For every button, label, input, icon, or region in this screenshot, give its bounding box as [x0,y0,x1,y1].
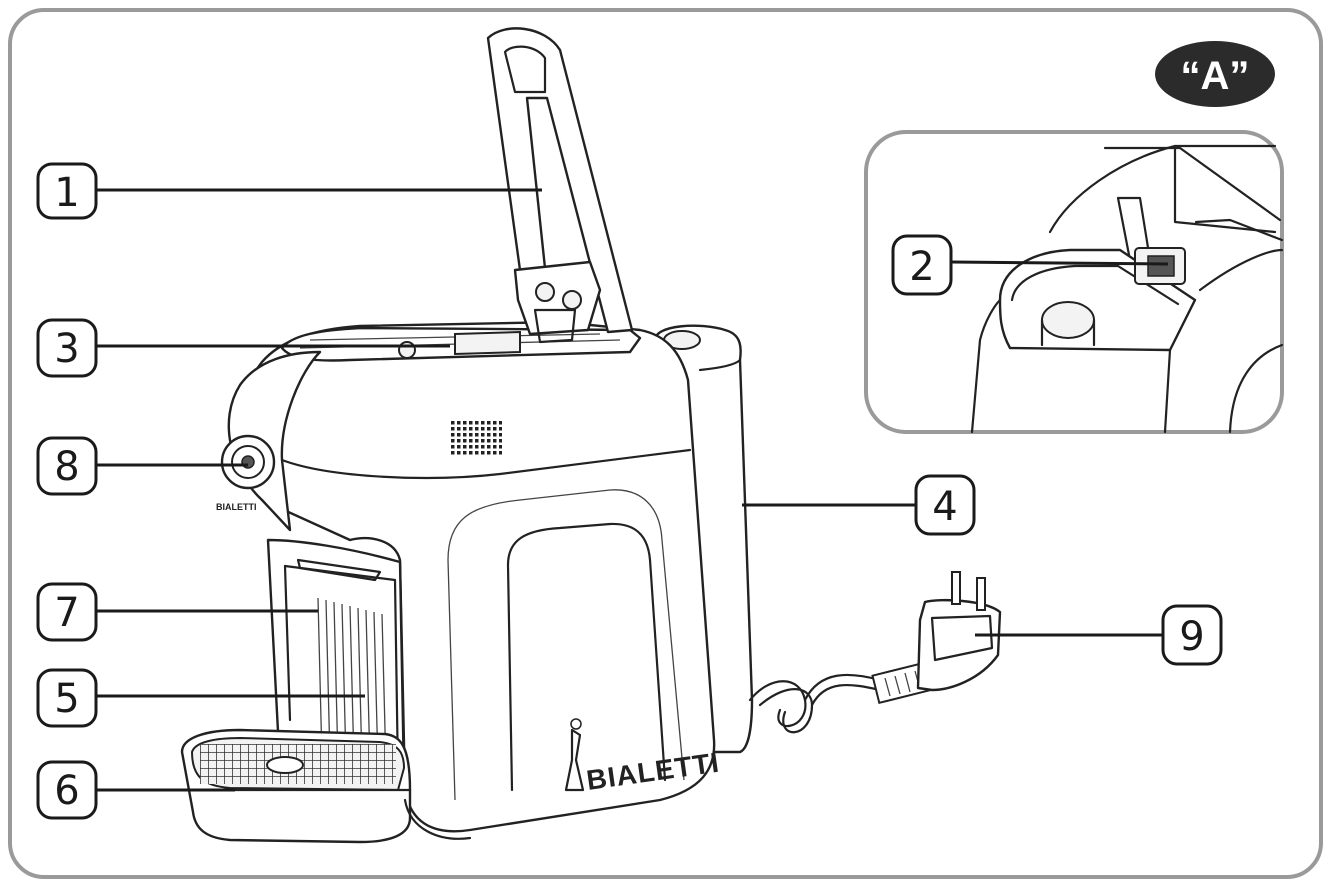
callout-1: 1 [36,162,98,220]
callout-7: 7 [36,582,98,642]
badge-label: “A” [1181,54,1250,98]
callout-5: 5 [36,668,98,728]
callout-1-label: 1 [54,170,79,216]
callout-4: 4 [914,474,976,536]
callout-9: 9 [1161,604,1223,666]
callout-8-label: 8 [54,444,79,490]
figure-badge: “A” [1155,41,1275,107]
callout-3: 3 [36,318,98,378]
lever-handle [486,27,634,334]
knob-brand-label: BIALETTI [216,502,257,512]
power-plug [916,571,1002,692]
callout-3-label: 3 [54,326,79,372]
callout-4-label: 4 [932,484,957,530]
callout-9-label: 9 [1179,614,1204,660]
callout-8: 8 [36,436,98,496]
callout-6-label: 6 [54,768,79,814]
vent-grille [450,420,502,456]
callout-leaders [96,188,1169,792]
callout-2-label: 2 [909,244,934,290]
callout-2: 2 [891,234,953,296]
callout-7-label: 7 [54,590,79,636]
callout-5-label: 5 [54,676,79,722]
coffee-machine-illustration: BIALETTI BIALETTI [180,27,1002,844]
callout-6: 6 [36,760,98,820]
drip-ribs [317,597,387,769]
inset-detail-panel [864,130,1284,434]
